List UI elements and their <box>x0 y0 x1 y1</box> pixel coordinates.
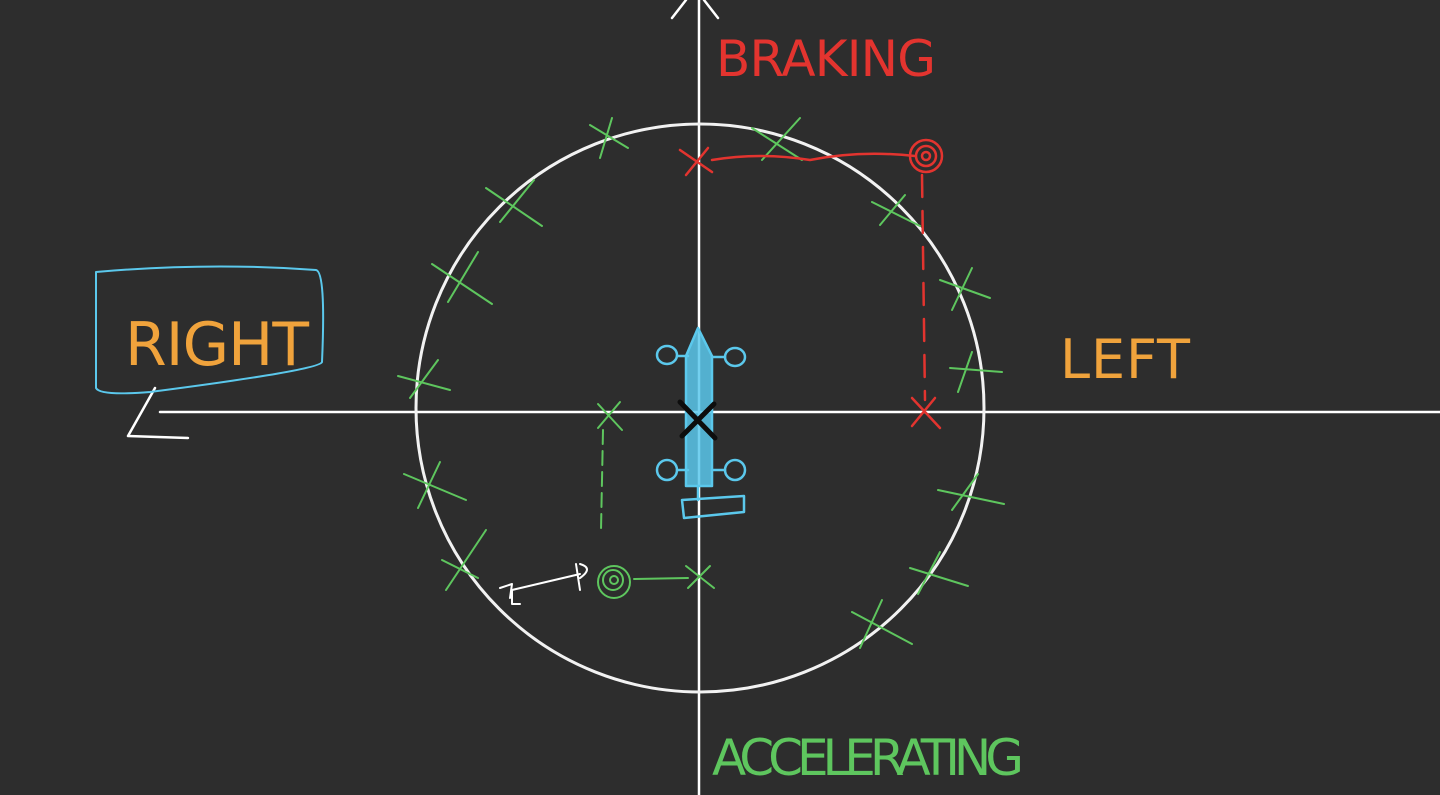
right-label-box <box>95 265 325 395</box>
label-right: RIGHT <box>125 310 315 380</box>
center-cross-icon <box>677 399 718 441</box>
red-marks <box>678 138 944 430</box>
label-left: LEFT <box>1060 328 1196 391</box>
label-braking: BRAKING <box>716 30 942 88</box>
green-cross-marks <box>397 117 1005 649</box>
friction-circle <box>414 122 986 694</box>
top-down-race-car-icon <box>655 326 747 520</box>
white-pointer <box>499 563 588 605</box>
arrow-up-icon <box>670 0 720 20</box>
arrow-left-icon <box>126 386 190 440</box>
label-accelerating: ACCELERATING <box>712 729 1030 787</box>
